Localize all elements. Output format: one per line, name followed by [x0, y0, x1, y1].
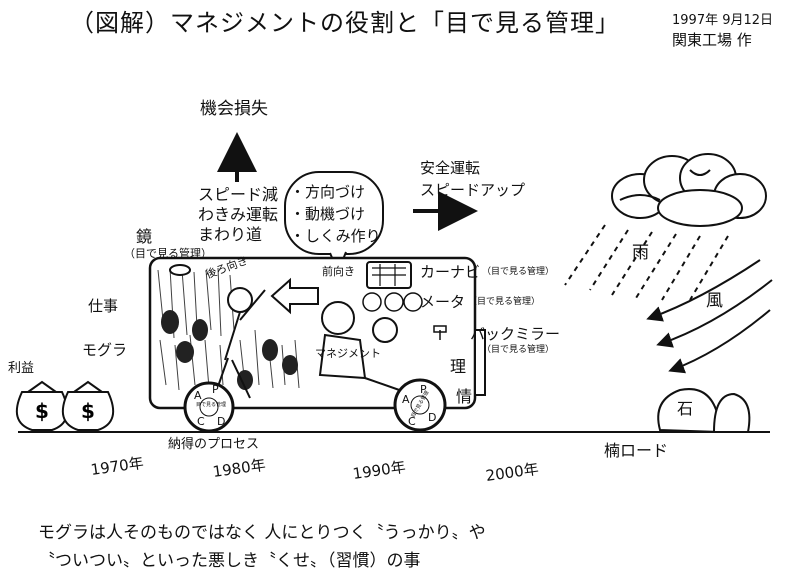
road-label: 楠ロード — [604, 441, 669, 460]
rear-wheel-p: P — [212, 383, 219, 396]
front-wheel-p: P — [420, 383, 427, 396]
slow-item-3: まわり道 — [198, 225, 263, 244]
rain-lines — [564, 224, 729, 301]
management-label: マネジメント — [315, 347, 381, 360]
mirror-sub-label: （目で見る管理） — [124, 247, 212, 260]
wind-label: 風 — [706, 291, 723, 311]
footer-line-2: 〝ついつい〟といった悪しき〝くせ〟（習慣）の事 — [38, 551, 421, 571]
front-wheel — [393, 378, 447, 432]
front-wheel-c: C — [408, 415, 416, 428]
navi-sub-label: （目で見る管理） — [482, 267, 555, 277]
navi-label: カーナビ — [420, 263, 481, 281]
stone-label: 石 — [677, 399, 694, 418]
author-label: 関東工場 作 — [672, 31, 752, 49]
rain-label: 雨 — [632, 243, 649, 263]
slow-item-2: わきみ運転 — [198, 205, 279, 224]
rain-cloud — [611, 153, 767, 227]
process-label: 納得のプロセス — [168, 437, 260, 452]
svg-text:$: $ — [35, 399, 49, 423]
bubble-item-2: ・動機づけ — [290, 205, 366, 223]
car-body — [148, 256, 486, 410]
meter-label: メータ — [420, 293, 466, 311]
money-bag-2: $ — [61, 380, 115, 431]
rear-wheel-center: 目で見る管理 — [196, 402, 227, 408]
footer-line-1: モグラは人そのものではなく 人にとりつく〝うっかり〟や — [38, 523, 486, 543]
stones — [657, 388, 751, 434]
front-wheel-a: A — [402, 393, 410, 406]
safe-item-2: スピードアップ — [420, 181, 526, 199]
rear-wheel-d: D — [217, 415, 226, 428]
safe-item-1: 安全運転 — [420, 159, 481, 177]
date-label: 1997年 9月12日 — [672, 13, 774, 28]
meter-sub-label: （目で見る管理） — [468, 297, 541, 307]
forward-label: 前向き — [322, 265, 355, 278]
bubble-item-1: ・方向づけ — [290, 183, 366, 201]
slow-item-1: スピード減 — [198, 185, 279, 204]
wind-arrows — [646, 259, 773, 374]
mirror — [169, 264, 191, 276]
mole-label: モグラ — [82, 341, 128, 359]
page-title: （図解）マネジメントの役割と「目で見る管理」 — [70, 9, 620, 37]
backmirror-sub-label: （目で見る管理） — [482, 345, 555, 355]
front-wheel-d: D — [428, 411, 437, 424]
money-bag-1: $ — [15, 380, 69, 431]
opportunity-loss-label: 機会損失 — [200, 99, 268, 119]
reason-label: 理 — [450, 357, 467, 376]
backmirror-label: バックミラー — [470, 325, 561, 343]
profit-label: 利益 — [8, 361, 35, 376]
rear-wheel-c: C — [197, 415, 205, 428]
emotion-label: 情 — [456, 387, 473, 406]
bubble-item-3: ・しくみ作り — [290, 227, 381, 245]
svg-text:$: $ — [81, 399, 95, 423]
rear-wheel-a: A — [194, 389, 202, 402]
work-label: 仕事 — [88, 297, 119, 315]
mirror-label: 鏡 — [136, 227, 153, 246]
